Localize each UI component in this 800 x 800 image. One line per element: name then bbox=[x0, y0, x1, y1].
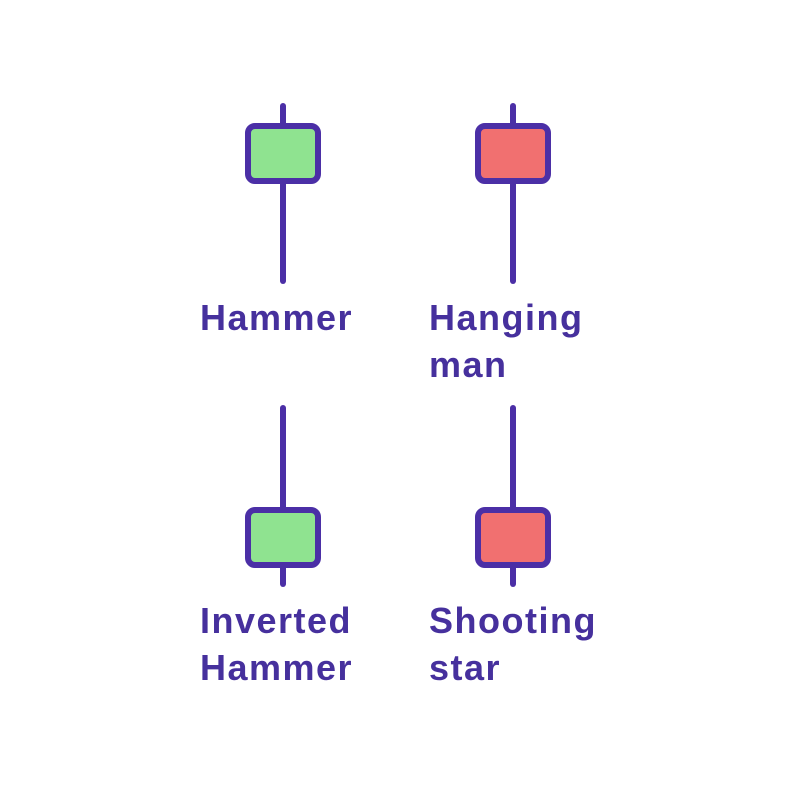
pattern-label-hanging-man: Hanging man bbox=[429, 297, 584, 385]
pattern-label-hammer: Hammer bbox=[200, 297, 354, 338]
inverted-hammer-candle-wick bbox=[280, 405, 286, 587]
pattern-label-shooting-star: Shooting star bbox=[429, 600, 597, 688]
hammer-candle-wick bbox=[280, 103, 286, 284]
shooting-star-candle-body bbox=[475, 507, 551, 568]
pattern-label-inverted-hammer: Inverted Hammer bbox=[200, 600, 354, 688]
hanging-man-candle-wick bbox=[510, 103, 516, 284]
hanging-man-candle-body bbox=[475, 123, 551, 184]
shooting-star-candle-wick bbox=[510, 405, 516, 587]
hammer-candle-body bbox=[245, 123, 321, 184]
inverted-hammer-candle-body bbox=[245, 507, 321, 568]
